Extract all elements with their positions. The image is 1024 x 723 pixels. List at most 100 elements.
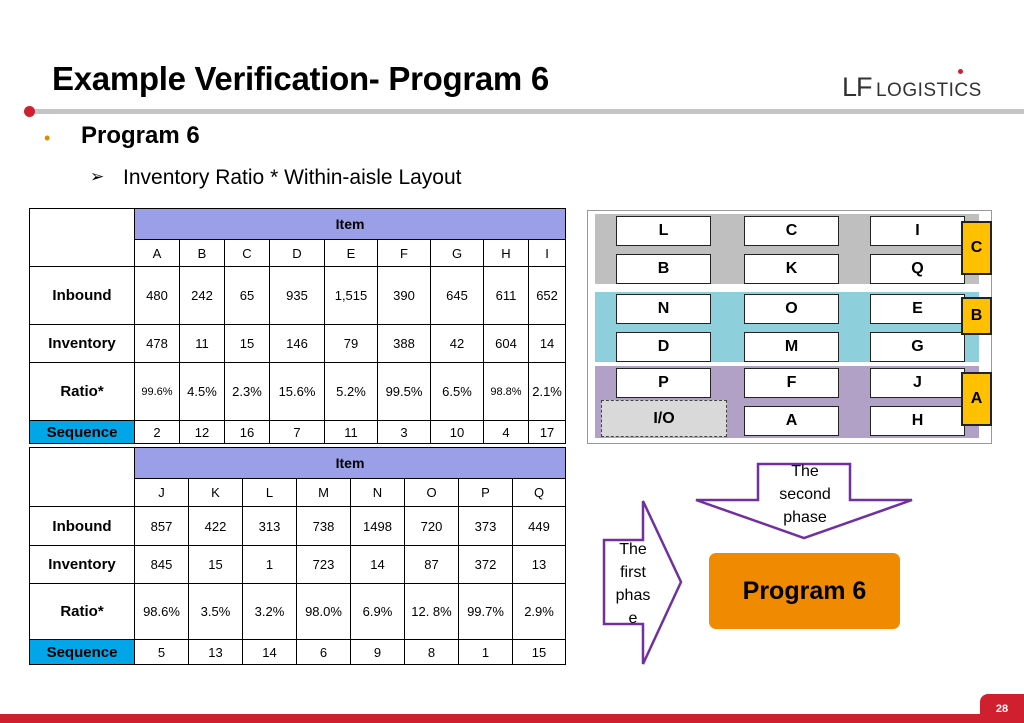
- item-table-2: Item J K L M N O P Q Inbound 857 422 313…: [29, 447, 567, 665]
- table-cell: 98.0%: [296, 583, 351, 640]
- table-cell: 13: [511, 545, 567, 584]
- title-divider: [30, 109, 1024, 114]
- row-label: Ratio*: [29, 583, 135, 640]
- rack-slot: H: [870, 406, 965, 436]
- rack-slot: K: [744, 254, 839, 284]
- table-cell: 42: [430, 324, 484, 363]
- row-label: Inbound: [29, 506, 135, 546]
- table-cell: 738: [296, 506, 351, 546]
- rack-slot: M: [744, 332, 839, 362]
- table-cell: 422: [188, 506, 243, 546]
- table-cell: 14: [350, 545, 405, 584]
- logo-text: LOGISTICS: [875, 80, 982, 101]
- rack-slot: O: [744, 294, 839, 324]
- table-row: Sequence 5 13 14 6 9 8 1 15: [29, 639, 567, 665]
- table-cell: 79: [324, 324, 378, 363]
- table-cell: 17: [527, 420, 567, 444]
- table-cell: 242: [179, 266, 225, 325]
- col-header: P: [458, 478, 513, 507]
- table-cell: 720: [404, 506, 459, 546]
- zone-label-b: B: [961, 297, 992, 335]
- table-cell: 1: [458, 639, 513, 665]
- table-cell: 15: [511, 639, 567, 665]
- brand-logo: LF LOGISTICS: [842, 72, 982, 103]
- table-row: Inventory 845 15 1 723 14 87 372 13: [29, 545, 567, 584]
- table-cell: 935: [269, 266, 325, 325]
- first-phase-line: The: [619, 541, 647, 558]
- item-header: Item: [133, 447, 567, 479]
- rack-slot: F: [744, 368, 839, 398]
- rack-slot: G: [870, 332, 965, 362]
- table-cell: 1: [242, 545, 297, 584]
- col-header: O: [404, 478, 459, 507]
- table-cell: 12. 8%: [404, 583, 459, 640]
- table-cell: 13: [188, 639, 243, 665]
- col-header: H: [483, 239, 529, 267]
- io-station: I/O: [601, 400, 727, 437]
- col-header: I: [527, 239, 567, 267]
- table-cell: 388: [377, 324, 431, 363]
- table-cell: 313: [242, 506, 297, 546]
- table-cell: 2.1%: [527, 362, 567, 421]
- table-row: Inventory 478 11 15 146 79 388 42 604 14: [29, 324, 567, 363]
- table-cell: 5.2%: [324, 362, 378, 421]
- table-cell: 845: [134, 545, 189, 584]
- rack-slot: N: [616, 294, 711, 324]
- page-number: 28: [980, 694, 1024, 723]
- table-cell: 4: [483, 420, 529, 444]
- rack-slot: P: [616, 368, 711, 398]
- table-corner: [29, 208, 135, 267]
- table-cell: 449: [511, 506, 567, 546]
- col-header: N: [350, 478, 405, 507]
- rack-slot: C: [744, 216, 839, 246]
- first-phase-line: phas: [615, 587, 651, 604]
- second-phase-line: second: [779, 486, 831, 503]
- row-label-sequence: Sequence: [29, 420, 135, 444]
- table-cell: 6: [296, 639, 351, 665]
- zone-label-a: A: [961, 372, 992, 426]
- item-table-1: Item A B C D E F G H I Inbound 480 242 6…: [29, 208, 567, 444]
- arrow-bullet-icon: ➢: [90, 167, 105, 186]
- table-cell: 2: [134, 420, 180, 444]
- zone-label-c: C: [961, 221, 992, 275]
- col-header: B: [179, 239, 225, 267]
- rack-slot: B: [616, 254, 711, 284]
- table-cell: 16: [224, 420, 270, 444]
- rack-slot: A: [744, 406, 839, 436]
- rack-slot: D: [616, 332, 711, 362]
- col-header: C: [224, 239, 270, 267]
- second-phase-line: phase: [783, 509, 827, 526]
- table-cell: 146: [269, 324, 325, 363]
- row-label: Inventory: [29, 545, 135, 584]
- table-cell: 645: [430, 266, 484, 325]
- table-cell: 2.3%: [224, 362, 270, 421]
- col-header: K: [188, 478, 243, 507]
- table-cell: 98.8%: [483, 362, 529, 421]
- table-cell: 3: [377, 420, 431, 444]
- table-cell: 14: [527, 324, 567, 363]
- table-row: Ratio* 99.6% 4.5% 2.3% 15.6% 5.2% 99.5% …: [29, 362, 567, 421]
- divider-dot-icon: [24, 106, 35, 117]
- table-cell: 4.5%: [179, 362, 225, 421]
- table-cell: 6.5%: [430, 362, 484, 421]
- table-cell: 5: [134, 639, 189, 665]
- col-header: A: [134, 239, 180, 267]
- rack-slot: Q: [870, 254, 965, 284]
- table-cell: 99.7%: [458, 583, 513, 640]
- table-cell: 3.2%: [242, 583, 297, 640]
- col-header: G: [430, 239, 484, 267]
- table-cell: 11: [324, 420, 378, 444]
- table-cell: 7: [269, 420, 325, 444]
- logo-dot-icon: [958, 69, 963, 74]
- table-cell: 652: [527, 266, 567, 325]
- table-cell: 611: [483, 266, 529, 325]
- table-cell: 2.9%: [511, 583, 567, 640]
- table-cell: 1,515: [324, 266, 378, 325]
- table-cell: 9: [350, 639, 405, 665]
- first-phase-line: e: [628, 610, 638, 627]
- table-cell: 15.6%: [269, 362, 325, 421]
- table-cell: 99.6%: [134, 362, 180, 421]
- table-cell: 12: [179, 420, 225, 444]
- col-header: D: [269, 239, 325, 267]
- footer-bar: [0, 714, 1024, 723]
